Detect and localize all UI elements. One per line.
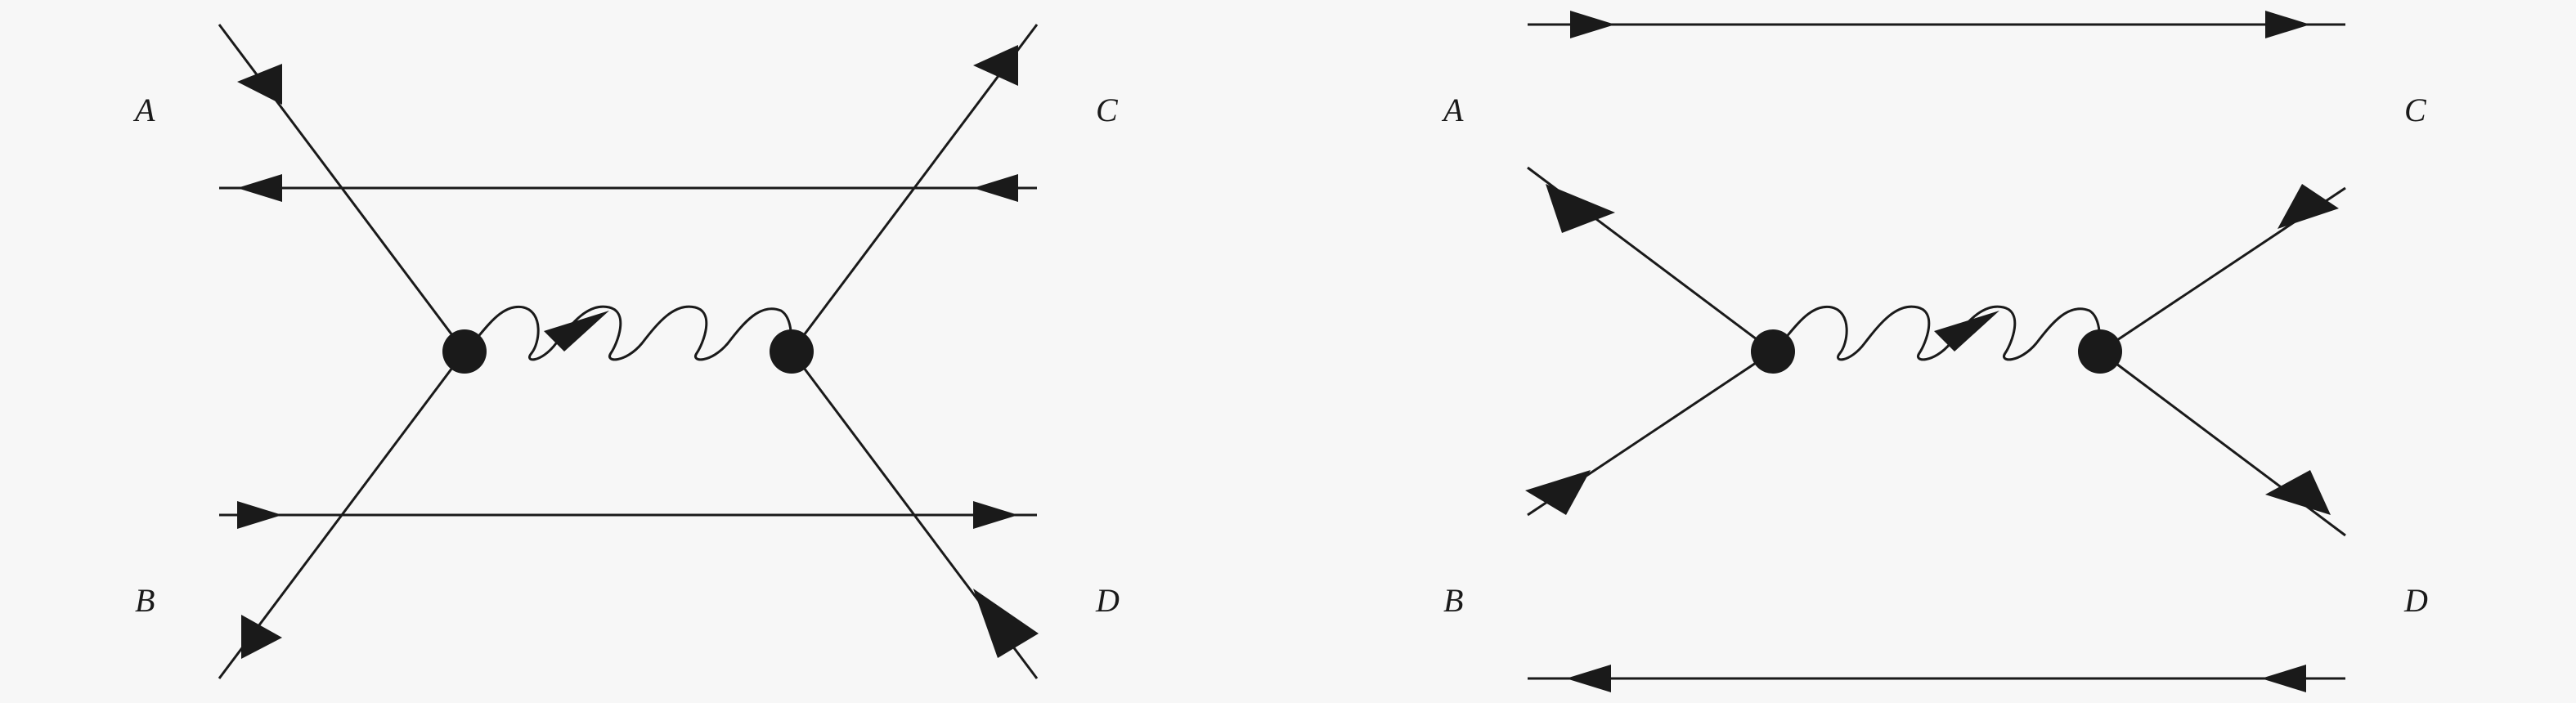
left-leg-b — [218, 351, 466, 679]
left-top-arrow-right — [973, 174, 1018, 202]
right-bottom-arrow-right — [2261, 665, 2306, 692]
left-label-d: D — [1096, 582, 1120, 619]
left-vertex-1 — [442, 329, 487, 374]
left-leg-c-arrow — [973, 45, 1018, 86]
right-bottom-arrow-left — [1566, 665, 1611, 692]
left-label-b: B — [135, 582, 155, 619]
right-wave-arrow — [1934, 311, 1999, 352]
right-label-d: D — [2404, 582, 2428, 619]
right-vertex-1 — [1751, 329, 1795, 374]
right-diagram — [1525, 11, 2346, 692]
left-bottom-arrow-right — [973, 501, 1018, 529]
left-bottom-arrow-left — [237, 501, 282, 529]
right-top-arrow-right — [2265, 11, 2310, 38]
right-leg-a-arrow — [1546, 184, 1615, 233]
left-leg-d-arrow — [973, 589, 1039, 658]
right-top-arrow-left — [1570, 11, 1615, 38]
right-leg-c-arrow — [2278, 184, 2339, 229]
right-label-a: A — [1443, 92, 1464, 128]
right-leg-b-arrow — [1525, 470, 1591, 515]
right-label-c: C — [2404, 92, 2426, 128]
right-label-b: B — [1443, 582, 1464, 619]
left-wave-arrow — [544, 311, 609, 352]
left-wavy-propagator — [463, 305, 793, 361]
right-vertex-2 — [2078, 329, 2122, 374]
right-leg-d-arrow — [2265, 470, 2331, 515]
left-label-c: C — [1096, 92, 1118, 128]
left-leg-c — [790, 24, 1039, 352]
left-leg-a-arrow — [237, 64, 282, 105]
right-wavy-propagator — [1771, 305, 2102, 361]
left-label-a: A — [135, 92, 155, 128]
left-vertex-2 — [770, 329, 814, 374]
left-diagram — [218, 24, 1039, 679]
left-leg-b-arrow — [241, 615, 282, 659]
left-top-arrow-left — [237, 174, 282, 202]
